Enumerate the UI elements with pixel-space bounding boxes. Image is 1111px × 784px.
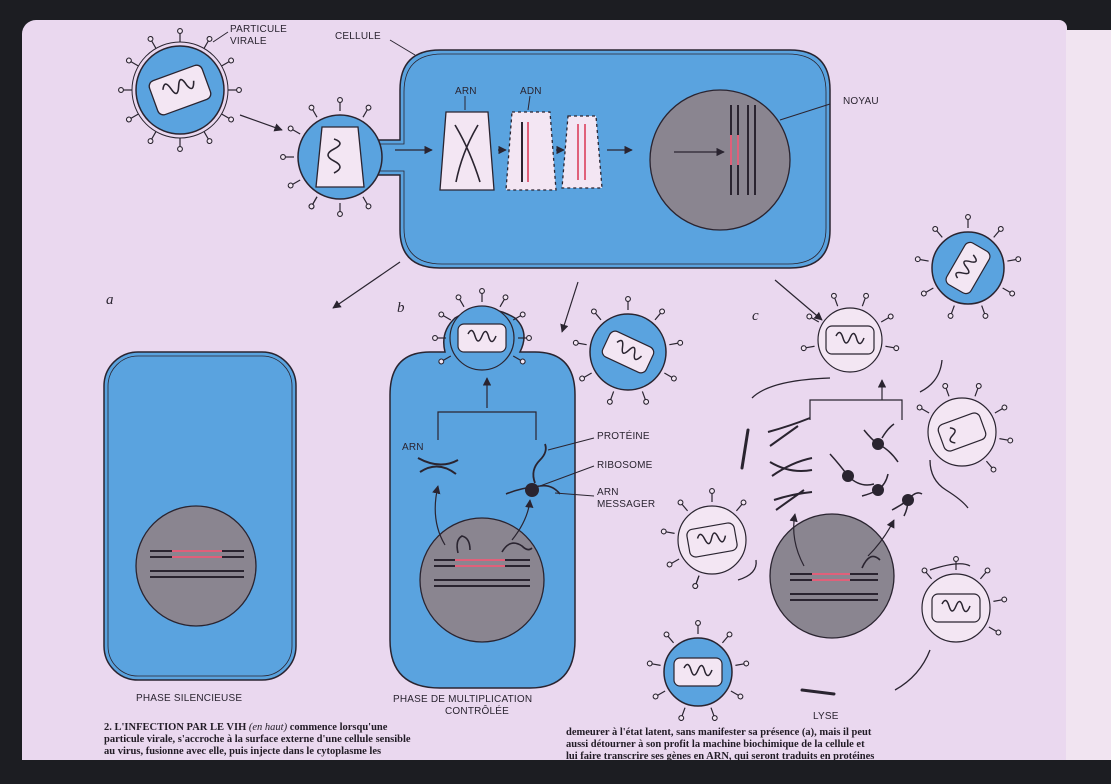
label-virale: VIRALE <box>230 36 267 47</box>
virus-particle-fusing <box>281 98 382 217</box>
caption-left-line-2: particule virale, s'accroche à la surfac… <box>104 734 554 746</box>
cell-panel-a <box>104 352 296 680</box>
caption-left-italic: (en haut) <box>249 722 287 733</box>
label-adn: ADN <box>520 86 542 97</box>
label-panel-c: c <box>752 308 759 325</box>
label-arn-messager-2: MESSAGER <box>597 499 655 510</box>
label-particule: PARTICULE <box>230 24 287 35</box>
label-cellule: CELLULE <box>335 31 381 42</box>
caption-left-line-3: au virus, fusionne avec elle, puis injec… <box>104 746 554 758</box>
caption-right-line-2: aussi détourner à son profit la machine … <box>566 739 1011 751</box>
label-phase-multiplication-2: CONTRÔLÉE <box>445 706 509 717</box>
caption-left: 2. L'INFECTION PAR LE VIH (en haut) comm… <box>104 722 554 758</box>
label-panel-a: a <box>106 292 114 309</box>
virus-particle-released-b <box>573 297 683 405</box>
virus-particle-top-right <box>915 215 1021 319</box>
frame-bottom-edge <box>0 760 1111 784</box>
label-lyse: LYSE <box>813 711 839 722</box>
virus-particle-budding-left <box>661 489 747 590</box>
label-arn-messager-1: ARN <box>597 487 619 498</box>
caption-left-title: 2. L'INFECTION PAR LE VIH <box>104 722 246 733</box>
virus-particle-budding-right <box>916 383 1013 508</box>
capsid-dna <box>506 112 556 190</box>
label-noyau: NOYAU <box>843 96 879 107</box>
virus-particle-budding-bottom-right <box>921 557 1007 642</box>
caption-right: demeurer à l'état latent, sans manifeste… <box>566 727 1011 763</box>
caption-left-rest: commence lorsqu'une <box>290 722 388 733</box>
label-proteine: PROTÉINE <box>597 431 650 442</box>
label-ribosome: RIBOSOME <box>597 460 653 471</box>
caption-right-line-1: demeurer à l'état latent, sans manifeste… <box>566 727 1011 739</box>
virus-particle-bottom-left <box>647 621 749 722</box>
capsid-rna <box>440 112 494 190</box>
label-phase-silencieuse: PHASE SILENCIEUSE <box>136 693 242 704</box>
label-panel-b: b <box>397 300 405 317</box>
capsid-dna-double <box>562 116 602 188</box>
label-phase-multiplication-1: PHASE DE MULTIPLICATION <box>393 694 532 705</box>
virus-particle-free <box>119 29 242 152</box>
label-arn-top: ARN <box>455 86 477 97</box>
cell-panel-b <box>390 289 594 688</box>
label-arn-b: ARN <box>402 442 424 453</box>
caption-left-line-1: 2. L'INFECTION PAR LE VIH (en haut) comm… <box>104 722 554 734</box>
